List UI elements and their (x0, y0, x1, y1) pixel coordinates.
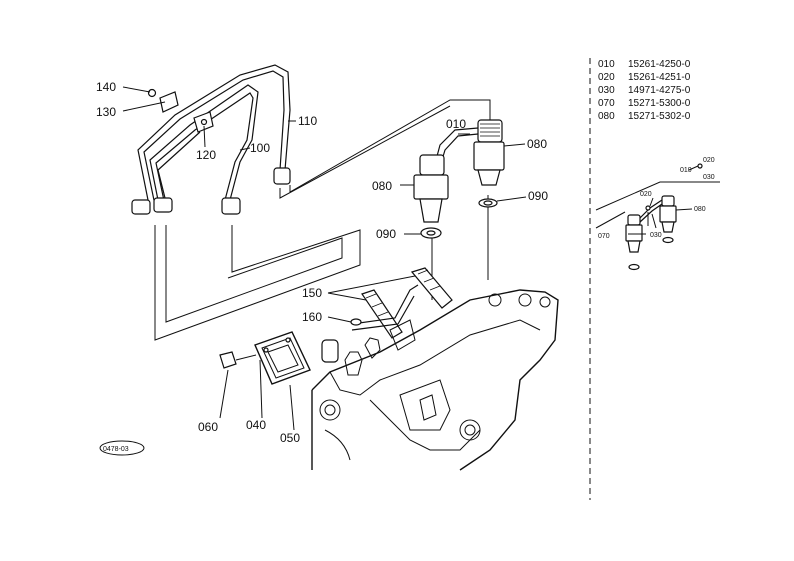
parts-row: 030 14971-4275-0 (598, 84, 690, 97)
callout-060: 060 (198, 420, 218, 434)
glow-plugs (350, 267, 453, 339)
part-number: 15261-4250-0 (628, 59, 691, 70)
callout-090-left: 090 (376, 227, 396, 241)
inset-detail: 010 020 030 020 030 070 080 (595, 157, 720, 271)
inset-callout-020-top: 020 (703, 157, 715, 164)
callouts: 140 130 110 100 120 010 080 080 090 090 … (96, 80, 548, 445)
callout-050: 050 (280, 431, 300, 445)
part-number: 15261-4251-0 (628, 72, 691, 83)
part-number: 15271-5300-0 (628, 98, 691, 109)
mounting-bolt (219, 339, 339, 369)
cover-plate (254, 331, 311, 385)
callout-010: 010 (446, 117, 466, 131)
part-number: 14971-4275-0 (628, 85, 691, 96)
pipe-clamps (147, 88, 214, 133)
callout-140: 140 (96, 80, 116, 94)
inset-callout-020: 020 (640, 191, 652, 198)
parts-row: 010 15261-4250-0 (598, 58, 690, 71)
injection-pipes (137, 64, 291, 211)
pipe-nuts (131, 167, 291, 215)
callout-080-right: 080 (527, 137, 547, 151)
inset-callout-010: 010 (680, 167, 692, 174)
callout-090-right: 090 (528, 189, 548, 203)
figure-code-badge: 0478-03 (99, 440, 145, 456)
callout-130: 130 (96, 105, 116, 119)
part-number: 15271-5302-0 (628, 111, 691, 122)
figure-code: 0478-03 (103, 446, 129, 453)
callout-040: 040 (246, 418, 266, 432)
parts-row: 080 15271-5302-0 (598, 110, 690, 123)
callout-160: 160 (302, 310, 322, 324)
ref-number: 080 (598, 111, 615, 122)
ref-number: 030 (598, 85, 615, 96)
inset-callout-070: 070 (598, 233, 610, 240)
inset-callout-030: 030 (650, 232, 662, 239)
callout-080-left: 080 (372, 179, 392, 193)
ref-number: 070 (598, 98, 615, 109)
nozzle-holder-right (435, 119, 505, 208)
inset-callout-030-top: 030 (703, 174, 715, 181)
cylinder-head (311, 289, 559, 471)
leader-lines (122, 86, 527, 431)
callout-150: 150 (302, 286, 322, 300)
inset-callout-080: 080 (694, 206, 706, 213)
callout-120: 120 (196, 148, 216, 162)
nozzle-holder-left (413, 154, 449, 239)
parts-row: 070 15271-5300-0 (598, 97, 690, 110)
ref-number: 010 (598, 59, 615, 70)
callout-110: 110 (298, 114, 317, 128)
callout-100: 100 (250, 141, 270, 155)
connection-lines (154, 99, 491, 341)
parts-list: 010 15261-4250-0 020 15261-4251-0 030 14971… (598, 58, 690, 123)
parts-row: 020 15261-4251-0 (598, 71, 690, 84)
ref-number: 020 (598, 72, 615, 83)
